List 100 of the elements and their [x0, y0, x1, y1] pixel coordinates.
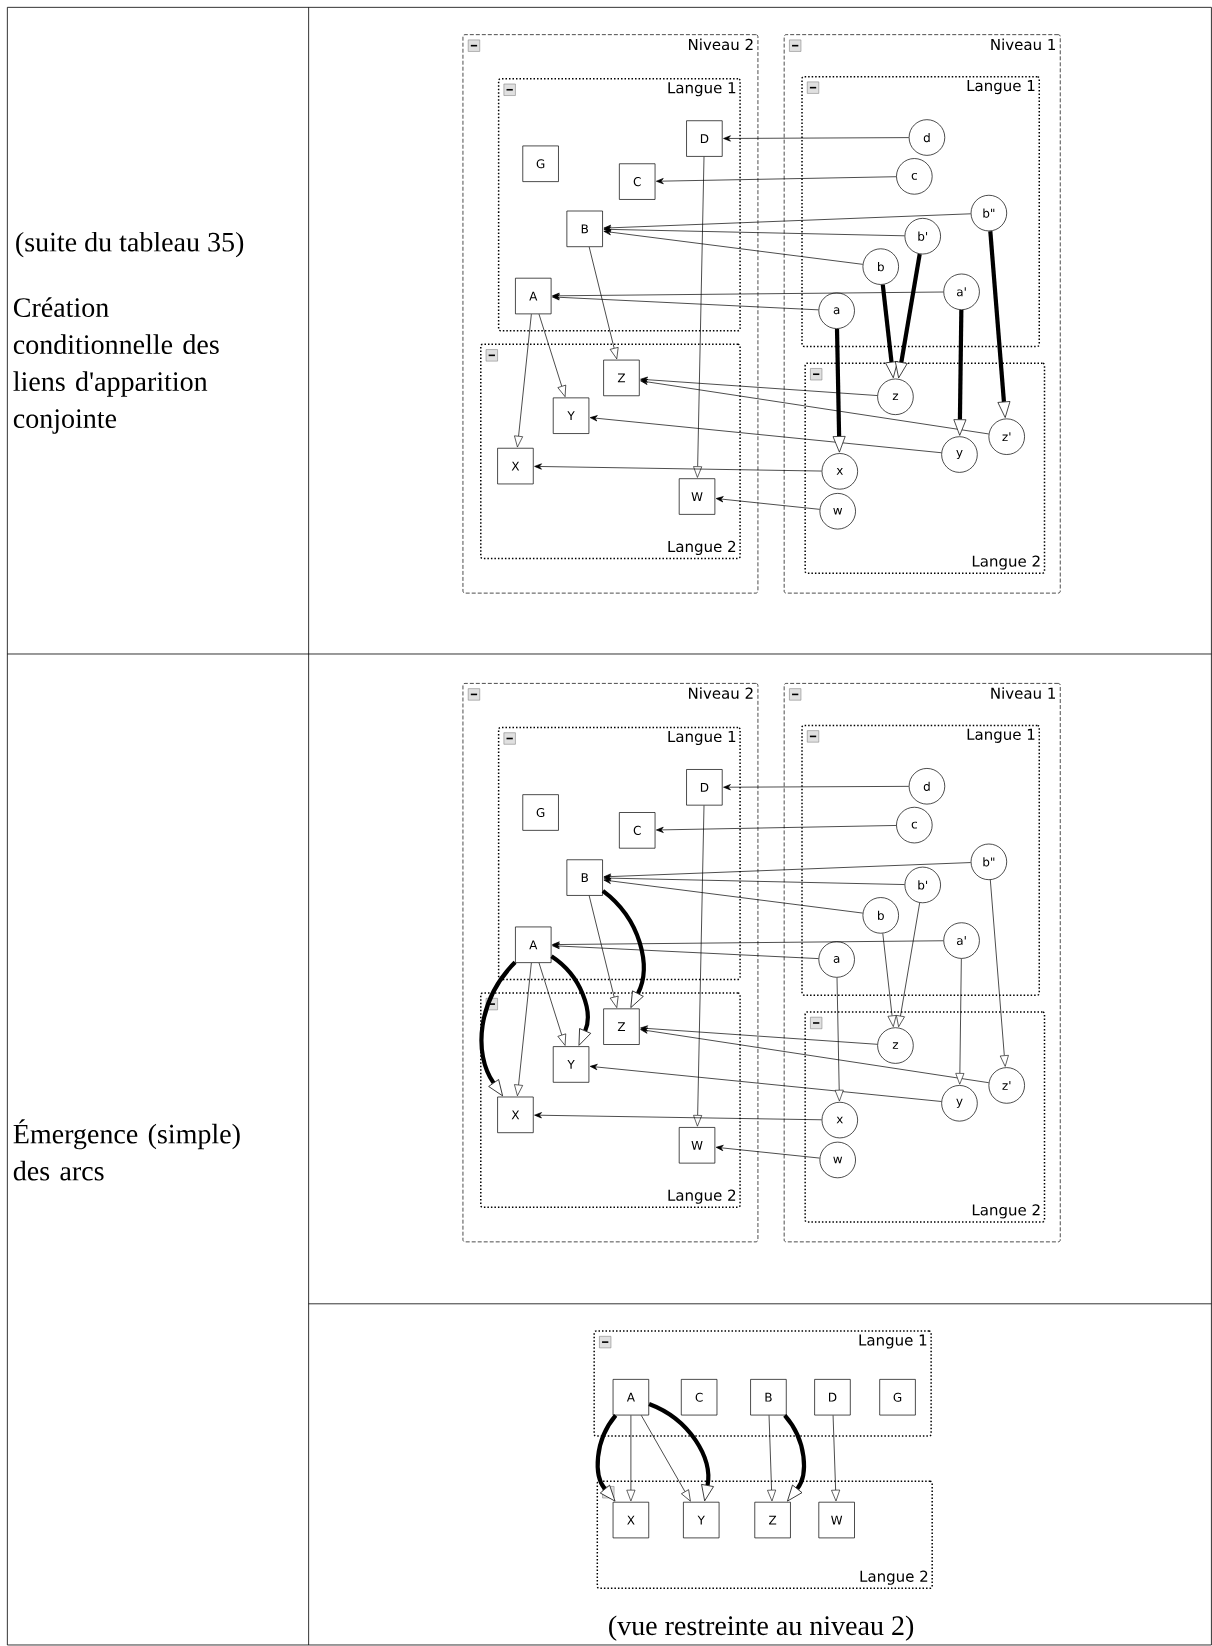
square-node: Z — [603, 1008, 640, 1045]
square-node: D — [685, 120, 723, 157]
arrow — [715, 496, 820, 510]
arrow — [988, 231, 1011, 418]
arrow — [655, 176, 897, 185]
square-node: X — [497, 447, 534, 485]
square-node: C — [680, 1379, 718, 1416]
arrow — [551, 940, 944, 948]
circle-node: w — [819, 1141, 856, 1179]
arrow — [588, 895, 619, 1008]
arrow — [640, 1025, 878, 1045]
arrow — [588, 246, 619, 360]
caption: (vue restreinte au niveau 2) — [608, 1615, 913, 1641]
arrow — [534, 1112, 822, 1121]
circle-node: a' — [943, 922, 980, 959]
circle-node: y — [941, 436, 978, 473]
arrow — [766, 1415, 776, 1502]
square-node: C — [618, 812, 656, 849]
arrow — [882, 933, 897, 1027]
arrow — [834, 977, 844, 1102]
circle-node: c — [895, 806, 933, 844]
circle-node: b — [862, 248, 899, 285]
circle-node: a — [818, 941, 855, 978]
arrow — [551, 291, 944, 299]
circle-node: b" — [970, 194, 1007, 232]
arrow — [640, 376, 878, 396]
circle-node: a — [818, 292, 855, 329]
arrow — [595, 1414, 618, 1502]
arrow — [880, 284, 898, 379]
arrow — [601, 889, 646, 1008]
arrow — [534, 463, 822, 472]
square-node: B — [566, 210, 603, 248]
square-node: D — [685, 769, 723, 806]
arrow — [640, 1027, 989, 1084]
arrow — [538, 962, 566, 1046]
arrow — [895, 902, 920, 1028]
circle-node: b' — [904, 218, 941, 255]
square-node: Y — [552, 397, 590, 434]
square-node: W — [818, 1501, 855, 1539]
arrow — [655, 825, 897, 833]
arrow — [603, 875, 905, 885]
arrow — [479, 960, 517, 1097]
square-node: Y — [552, 1046, 590, 1083]
row-label: Création conditionnelle des liens d'apparition conjointe — [13, 297, 219, 434]
arrow — [589, 1064, 942, 1102]
circle-node: z' — [988, 418, 1025, 455]
arrow — [513, 962, 532, 1097]
arrow — [513, 313, 532, 448]
square-node: X — [497, 1096, 534, 1134]
square-node: Z — [603, 359, 640, 397]
square-node: A — [612, 1379, 649, 1416]
arrow — [551, 294, 819, 311]
arrow — [955, 958, 965, 1085]
circle-node: b — [862, 897, 899, 934]
square-node: G — [522, 794, 559, 831]
arrow — [603, 862, 971, 880]
square-node: A — [514, 926, 552, 963]
arrow — [693, 156, 705, 478]
arrow — [989, 879, 1009, 1067]
arrow — [640, 378, 989, 435]
square-node: B — [566, 859, 603, 896]
square-node: A — [514, 277, 552, 315]
square-node: D — [814, 1379, 851, 1416]
circle-node: d — [908, 768, 945, 805]
arrow — [830, 1415, 840, 1502]
square-node: C — [618, 163, 656, 200]
arrow — [782, 1414, 806, 1502]
circle-node: x — [821, 1101, 858, 1139]
arrow — [832, 328, 846, 453]
circle-node: b' — [904, 866, 941, 904]
circle-node: z — [877, 1027, 914, 1064]
arrow — [723, 784, 909, 791]
arrow — [551, 943, 819, 959]
square-node: W — [678, 1127, 715, 1164]
square-node: G — [879, 1379, 916, 1416]
square-node: Y — [682, 1501, 720, 1539]
arrow — [715, 1144, 820, 1159]
circle-node: d — [908, 119, 945, 156]
arrow — [550, 954, 591, 1046]
square-node: B — [750, 1379, 787, 1416]
arrow — [894, 253, 922, 379]
arrow — [603, 229, 863, 265]
arrow — [603, 877, 863, 914]
arrow — [538, 313, 566, 397]
row-label: Émergence (simple) des arcs — [13, 1119, 240, 1181]
note-text: (suite du tableau 35) — [15, 231, 243, 258]
arrow — [723, 135, 909, 142]
arrow — [603, 213, 971, 231]
circle-node: z — [877, 378, 914, 415]
square-node: X — [612, 1501, 649, 1539]
circle-node: w — [819, 493, 856, 530]
circle-node: a' — [943, 273, 980, 311]
arrow — [589, 415, 942, 454]
square-node: W — [678, 478, 715, 515]
arrow — [626, 1415, 636, 1502]
circle-node: x — [821, 453, 858, 490]
square-node: G — [522, 145, 559, 182]
arrow — [640, 1415, 691, 1502]
circle-node: y — [941, 1085, 978, 1122]
circle-node: c — [895, 158, 933, 195]
